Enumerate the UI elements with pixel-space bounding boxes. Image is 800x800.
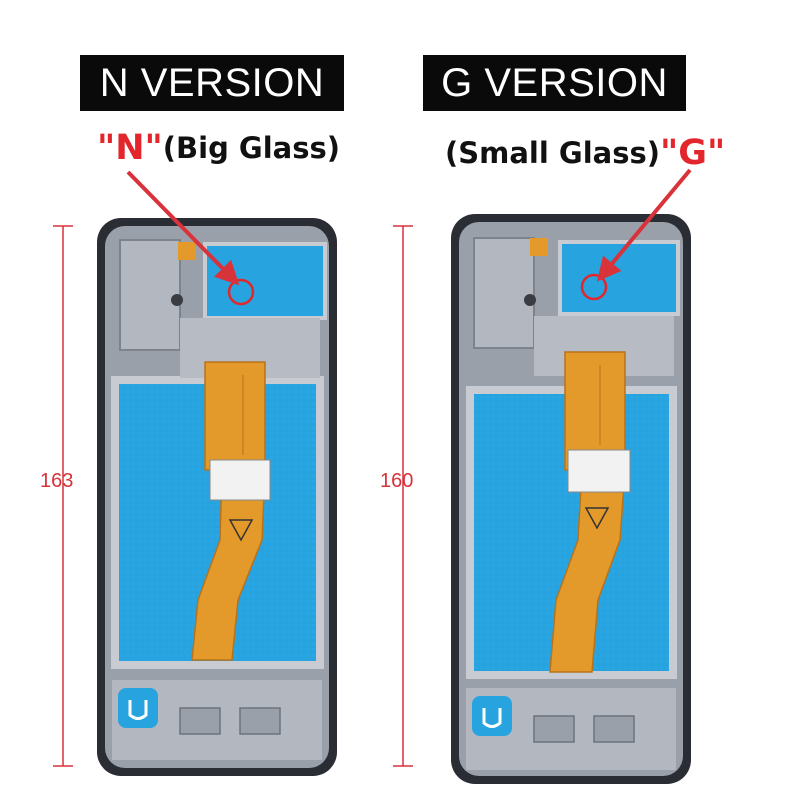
g-glass-marker xyxy=(580,273,608,301)
n-flex-sticker xyxy=(209,459,271,501)
small-glass-label: (Small Glass) xyxy=(445,136,660,170)
g-flex-sticker xyxy=(567,449,631,493)
g-pointer-arrow xyxy=(596,168,692,282)
n-version-banner: N VERSION xyxy=(80,55,344,111)
g-version-banner: G VERSION xyxy=(423,55,686,111)
n-version-callout: "N" (Big Glass) xyxy=(97,128,340,168)
g-version-callout: (Small Glass) "G" xyxy=(445,133,725,173)
n-glass-marker xyxy=(227,278,255,306)
g-version-lcd-assembly xyxy=(451,214,691,784)
n-version-lcd-assembly xyxy=(97,218,337,776)
n-bottom-blue xyxy=(118,688,158,728)
n-height-dimension xyxy=(53,225,73,767)
g-height-label: 160 xyxy=(380,466,414,497)
n-top-glass xyxy=(203,242,327,320)
big-glass-label: (Big Glass) xyxy=(162,131,341,165)
g-code-label: "G" xyxy=(660,133,726,173)
n-pointer-arrow xyxy=(126,170,240,286)
n-frame-detail-left xyxy=(119,239,181,351)
g-height-dimension xyxy=(393,225,413,767)
n-code-label: "N" xyxy=(97,128,163,168)
n-height-label: 163 xyxy=(40,466,74,497)
